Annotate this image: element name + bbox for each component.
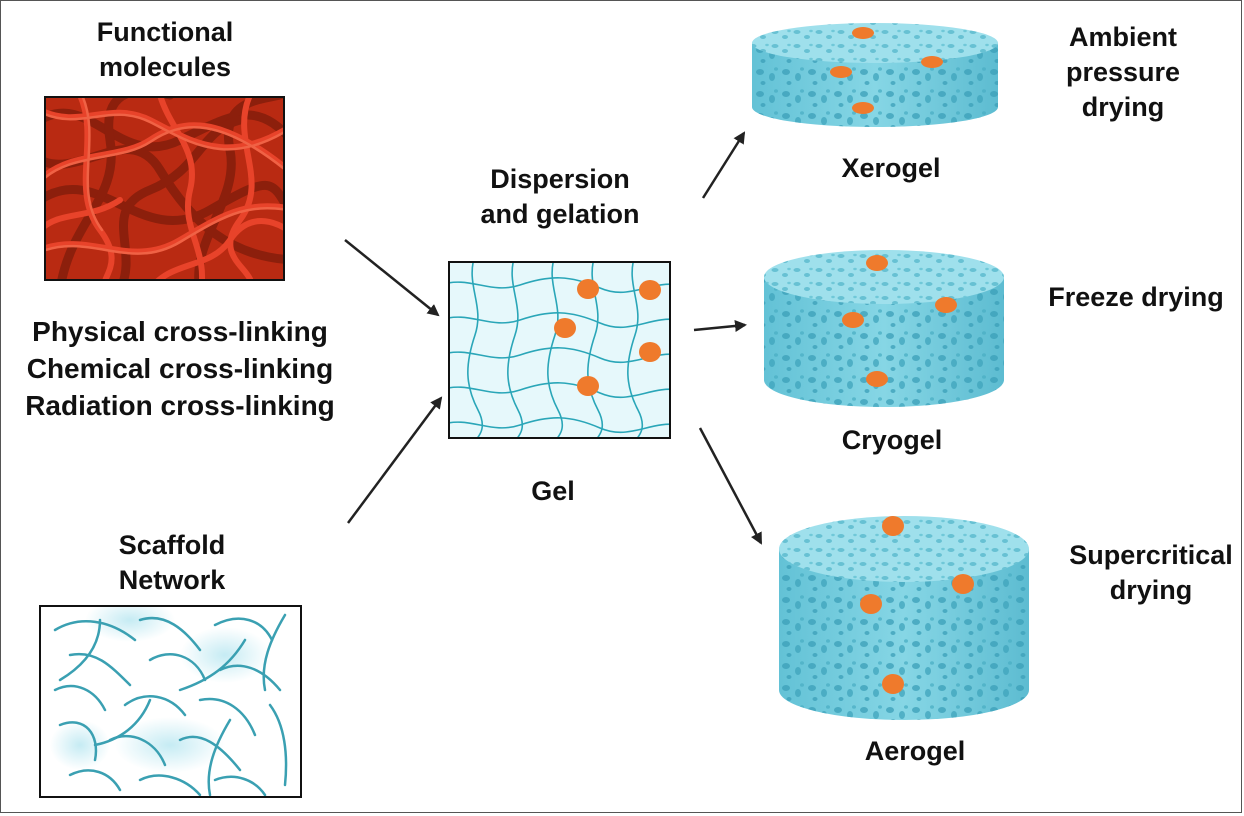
xerogel-label: Xerogel — [841, 153, 941, 183]
chemical-crosslinking-text: Chemical cross-linking — [26, 353, 334, 384]
drying-line: drying — [1081, 92, 1165, 122]
supercritical-drying-label: Supercritical drying — [1058, 538, 1244, 608]
arrow-gel-to-xerogel — [701, 131, 746, 199]
scaffold-network-line-2: Network — [118, 565, 226, 595]
gel-network-image — [448, 261, 671, 439]
physical-crosslinking-text: Physical cross-linking — [32, 316, 328, 347]
scaffold-network-label: Scaffold Network — [72, 528, 272, 598]
dispersion-gelation-line-1: Dispersion — [490, 164, 630, 194]
scaffold-network-image — [39, 605, 302, 798]
dispersion-gelation-label: Dispersion and gelation — [450, 162, 670, 232]
ambient-pressure-drying-label: Ambient pressure drying — [1043, 20, 1203, 125]
arrow-scaffold-to-gel — [346, 396, 443, 524]
aerogel-image — [779, 516, 1029, 720]
radiation-crosslinking-text: Radiation cross-linking — [25, 390, 335, 421]
arrow-gel-to-aerogel — [698, 427, 763, 545]
drying-line: drying — [1109, 575, 1193, 605]
scaffold-network-line-1: Scaffold — [118, 530, 226, 560]
cryogel-label: Cryogel — [841, 425, 943, 455]
ambient-line: Ambient — [1069, 22, 1177, 52]
aerogel-label: Aerogel — [864, 736, 966, 766]
crosslinking-methods-label: Physical cross-linking Chemical cross-li… — [10, 313, 350, 424]
arrow-gel-to-cryogel — [693, 320, 747, 332]
xerogel-image — [752, 23, 998, 127]
functional-molecules-image — [44, 96, 285, 281]
dispersion-gelation-line-2: and gelation — [480, 199, 640, 229]
gel-label: Gel — [531, 476, 575, 506]
arrow-functional-to-gel — [344, 239, 440, 317]
pressure-line: pressure — [1065, 57, 1181, 87]
cryogel-image — [764, 250, 1004, 407]
supercritical-line: Supercritical — [1069, 540, 1233, 570]
freeze-drying-label: Freeze drying — [1048, 282, 1224, 312]
functional-molecules-line-1: Functional — [96, 17, 234, 47]
functional-molecules-line-2: molecules — [98, 52, 232, 82]
functional-molecules-label: Functional molecules — [70, 15, 260, 85]
